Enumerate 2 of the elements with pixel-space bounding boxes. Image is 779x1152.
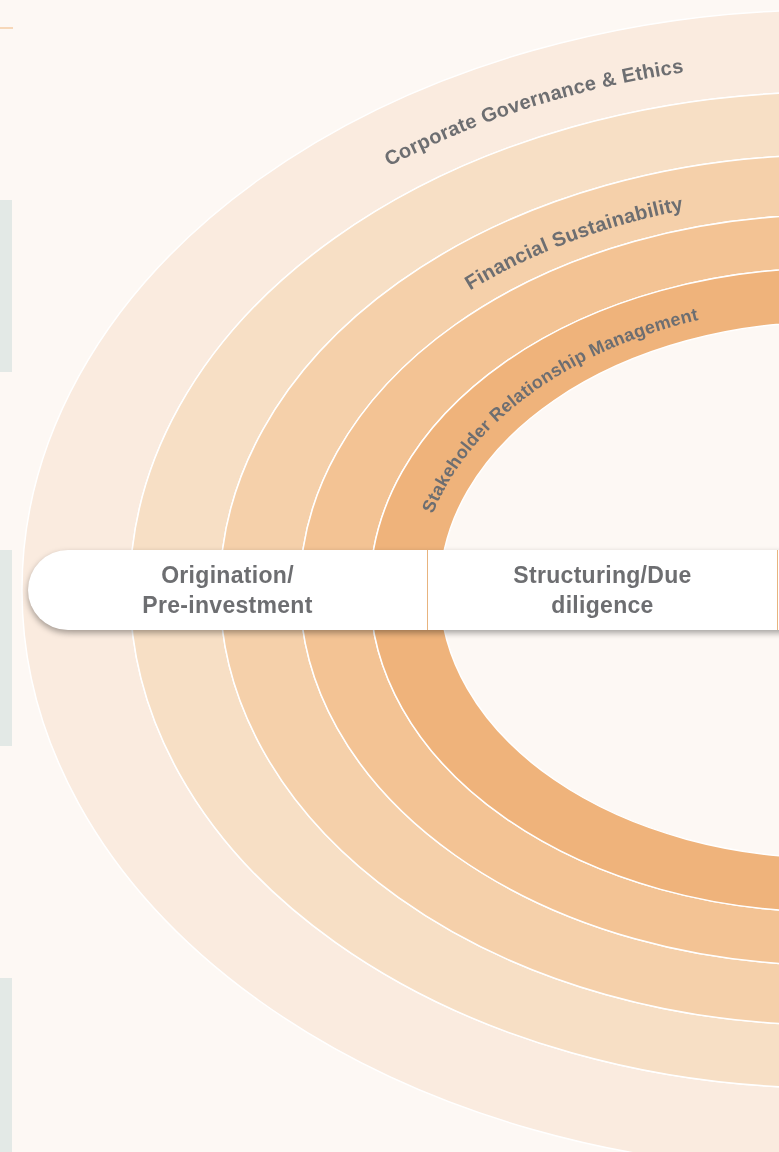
stage-label: Structuring/Due diligence [512, 561, 693, 620]
stage-label: Origination/ Pre-investment [141, 561, 314, 620]
